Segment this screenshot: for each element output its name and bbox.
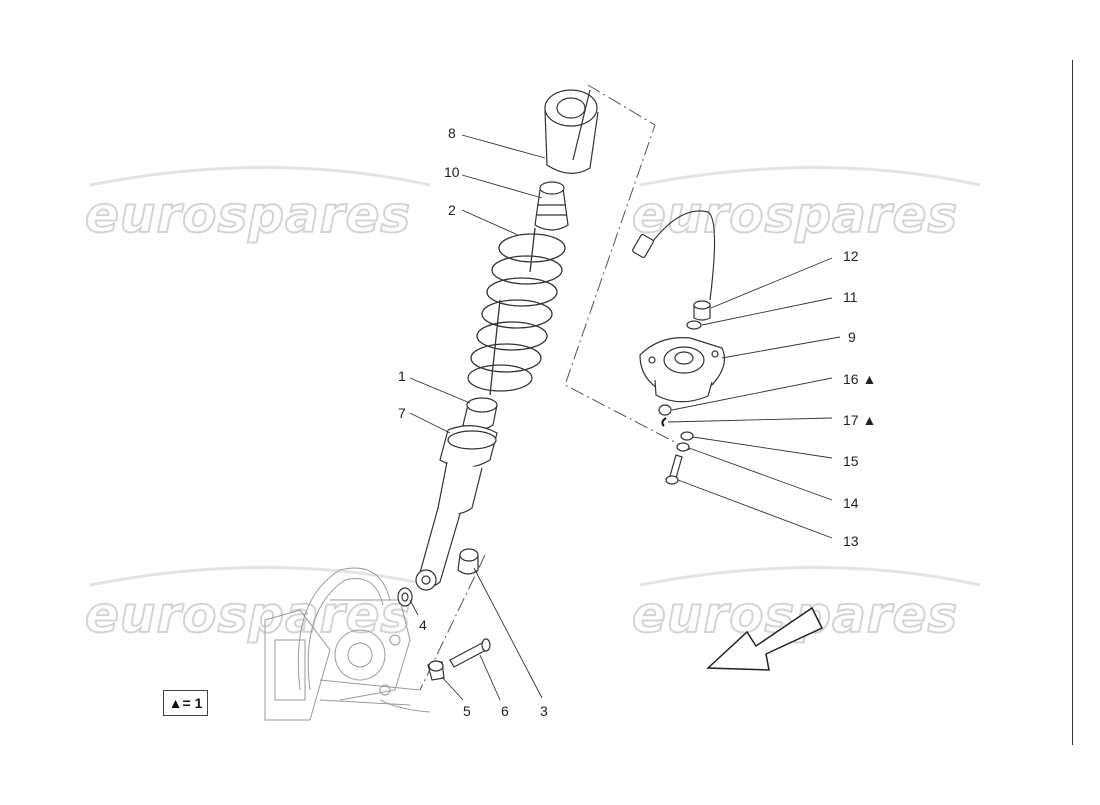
screw-13-part [665,454,683,485]
callout-16: 16 ▲ [843,371,876,387]
page-border-line [1072,60,1073,745]
bump-stop-part [534,181,569,231]
bushing-part [457,548,479,575]
leader-lines [409,134,841,701]
nut-part [427,660,445,681]
top-mount-part [639,337,725,403]
callout-5: 5 [463,703,471,719]
callout-13: 13 [843,533,859,549]
shock-absorber-part [415,397,498,591]
callout-17: 17 ▲ [843,412,876,428]
callout-10: 10 [444,164,460,180]
callout-11: 11 [843,289,858,305]
watermark-group: eurospares eurospares eurospares eurospa… [84,166,981,645]
coil-spring-part [467,227,566,396]
clip-17-part [661,417,667,427]
callout-12: 12 [843,248,859,264]
watermark-text: eurospares [632,586,958,644]
callout-8: 8 [448,125,456,141]
watermark-text: eurospares [85,186,411,244]
callout-1: 1 [398,368,406,384]
nut-16-part [658,404,672,416]
bump-stop-cap-part [544,89,599,174]
callout-3: 3 [540,703,548,719]
callout-6: 6 [501,703,509,719]
watermark-text: eurospares [632,186,958,244]
callout-15: 15 [843,453,859,469]
bolt-part [449,638,491,668]
washer-15-part [680,431,694,441]
callout-labels: 8 10 2 1 7 4 5 6 3 12 11 9 16 ▲ 17 ▲ 15 … [398,125,876,719]
callout-2: 2 [448,202,456,218]
washer-part [397,587,413,607]
callout-4: 4 [419,617,427,633]
watermark-text: eurospares [85,586,411,644]
legend-box: ▲= 1 [163,690,208,716]
callout-14: 14 [843,495,859,511]
washer-11-part [686,320,702,330]
washer-14-part [676,442,690,452]
callout-9: 9 [848,329,856,345]
callout-7: 7 [398,405,406,421]
direction-arrow-icon [706,606,824,671]
nut-12-part [693,300,711,321]
sensor-cable-part [632,210,716,301]
wheel-hub-assembly [264,567,431,721]
